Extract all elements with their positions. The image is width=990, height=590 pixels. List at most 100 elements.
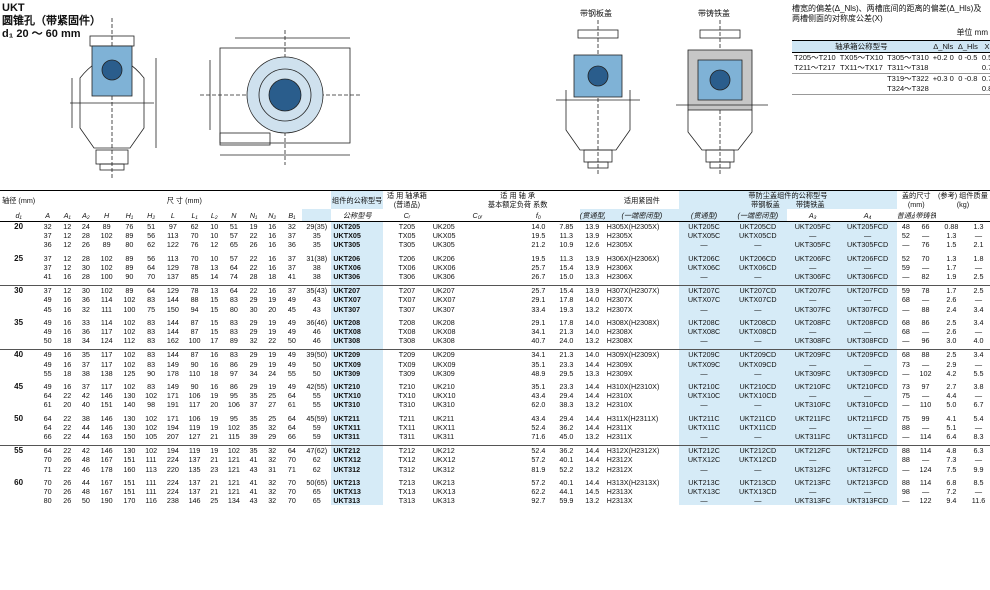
table-cell: T306 [398, 272, 416, 282]
table-cell: 149 [166, 359, 179, 369]
table-cell: 37 [281, 285, 303, 296]
h-dims-unit: (mm) [185, 195, 202, 205]
table-cell: 49 [281, 349, 303, 360]
table-cell: 13.2 [585, 400, 600, 410]
table-cell: 1.5 [946, 240, 957, 250]
table-cell: 33 [81, 317, 90, 327]
table-cell: — [728, 272, 787, 282]
table-cell: — [786, 231, 839, 241]
table-cell: 151 [123, 477, 136, 487]
table-cell: 52.4 [523, 445, 553, 456]
sub-header: (一端密闭型) [604, 209, 680, 222]
table-cell: UKTX08CD [728, 327, 787, 337]
table-cell: UKT212 [331, 445, 384, 456]
sub-header: N [223, 209, 245, 222]
table-cell: 106 [227, 400, 240, 410]
table-cell: 64 [37, 445, 58, 456]
table-cell: H2308X [606, 336, 633, 346]
shaft-diameter: 40 [0, 349, 38, 360]
table-cell: 88 [915, 349, 936, 360]
table-cell: H2308X [606, 327, 633, 337]
table-cell: T308 [398, 336, 416, 346]
table-cell: 49 [43, 327, 52, 337]
table-cell: 119 [184, 445, 205, 456]
table-cell: UKX05 [432, 231, 456, 241]
table-cell: — [786, 359, 839, 369]
tol-header-x: X [979, 40, 990, 53]
table-cell: 22 [63, 432, 72, 442]
table-cell: UKTX11CD [728, 422, 787, 433]
shaft-diameter [0, 465, 37, 474]
table-cell: 151 [100, 400, 113, 410]
table-cell: H310X(H2310X) [606, 382, 660, 392]
table-cell: 75 [901, 391, 910, 401]
table-cell: 38.3 [559, 400, 574, 410]
table-cell: H313X(H2313X) [606, 477, 660, 487]
table-cell: UKT213 [331, 477, 384, 488]
tol-cell [838, 74, 885, 85]
table-cell: 122 [919, 496, 932, 506]
steel-cover-drawing [556, 20, 640, 175]
table-cell: 48 [81, 455, 90, 465]
table-cell: — [838, 391, 897, 401]
table-cell: 30 [81, 262, 90, 272]
table-cell: UKX08 [432, 327, 456, 337]
table-cell: 23.3 [559, 359, 574, 369]
shaft-diameter: 45 [14, 382, 24, 392]
table-cell: H2312X [606, 455, 633, 465]
table-cell: 19 [268, 327, 277, 337]
table-cell: 57 [229, 253, 238, 263]
table-cell: 35 [312, 231, 321, 241]
table-cell: 5.0 [946, 400, 957, 410]
table-cell: 50(65) [306, 477, 328, 487]
table-cell: — [728, 304, 787, 314]
tol-header-dn: Δ_Nls [930, 40, 956, 53]
sub-header: L [161, 209, 185, 222]
table-cell: UK210 [432, 382, 455, 392]
table-cell: TX13 [398, 487, 416, 497]
h-cast-label: 带铸铁盖 [795, 200, 825, 209]
table-cell: 66 [43, 432, 52, 442]
table-cell: 238 [166, 496, 179, 506]
cast-cover-label: 带铸铁盖 [698, 9, 730, 18]
table-cell: 41 [249, 487, 258, 497]
table-cell: UKT209FC [786, 349, 839, 360]
table-cell: 89 [229, 336, 238, 346]
table-cell: H2311X [606, 422, 633, 432]
table-cell: 33.4 [531, 304, 546, 314]
table-cell: 167 [100, 455, 113, 465]
table-cell: 102 [123, 382, 136, 392]
table-cell: 14.4 [585, 413, 600, 423]
table-cell: 61 [287, 400, 296, 410]
table-cell: 19.5 [531, 253, 546, 263]
shaft-diameter [0, 295, 37, 304]
table-cell: 94 [190, 304, 199, 314]
gap-cell [331, 409, 384, 414]
gap-cell [786, 409, 839, 414]
table-cell: UKT206CD [728, 253, 787, 263]
table-cell: 32 [43, 222, 52, 231]
table-cell: 14.4 [585, 477, 600, 487]
gap-cell [331, 473, 384, 478]
table-cell: 2.5 [946, 317, 957, 327]
tol-cell [837, 84, 886, 95]
table-cell: 35 [249, 422, 258, 432]
table-cell: UKTX08 [331, 327, 384, 337]
table-cell: 52.2 [559, 464, 574, 474]
table-cell: — [838, 327, 897, 337]
table-cell: 87 [184, 349, 205, 360]
table-cell: 150 [123, 432, 136, 442]
table-cell: 29 [244, 349, 263, 360]
table-cell: 68 [896, 349, 916, 360]
table-cell: 2.6 [946, 327, 957, 337]
table-cell: 62 [312, 455, 321, 465]
table-cell: UKT307FC [786, 304, 839, 314]
table-cell: 95 [229, 413, 238, 423]
table-cell: 45 [43, 304, 52, 314]
table-cell: 68 [901, 327, 910, 337]
table-cell: 14.5 [585, 487, 600, 497]
table-cell: 21 [210, 432, 219, 442]
